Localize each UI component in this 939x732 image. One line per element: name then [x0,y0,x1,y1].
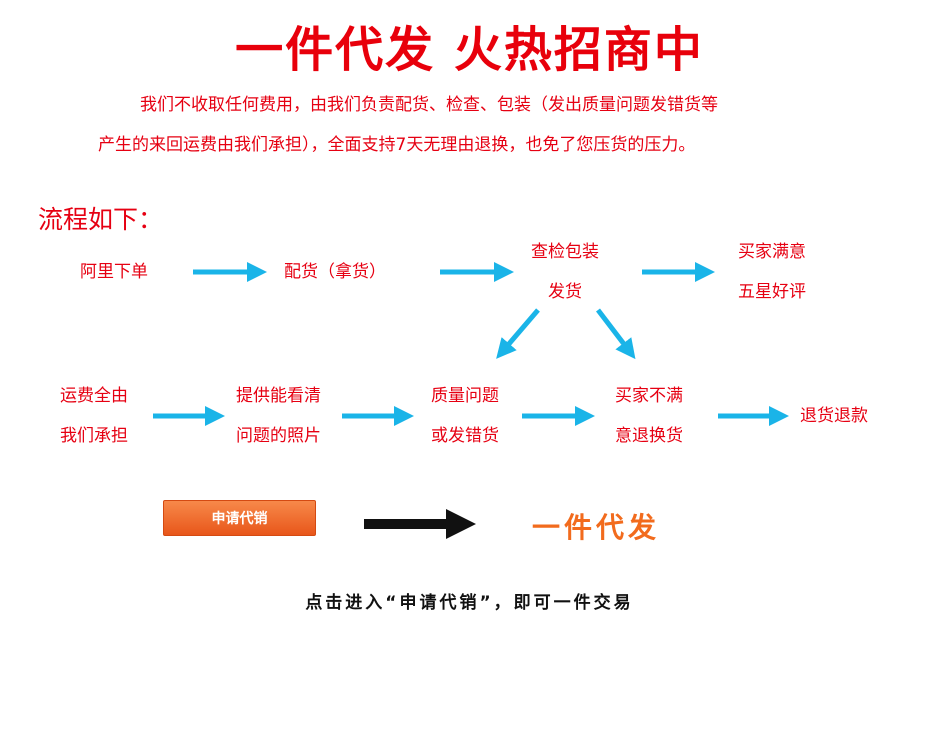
node-freight-line-1: 运费全由 [60,386,128,406]
node-satisfied-line-1: 买家满意 [738,242,806,262]
node-quality-line-1: 质量问题 [431,386,499,406]
arrow-inspect-to-quality [496,308,540,359]
node-freight-line-2: 我们承担 [60,426,128,446]
node-quality-line-2: 或发错货 [431,426,499,446]
node-unsatisfied-line-1: 买家不满 [615,386,683,406]
node-unsatisfied-line-2: 意退换货 [615,426,683,446]
intro-line-2: 产生的来回运费由我们承担），全面支持7天无理由退换，也免了您压货的压力。 [98,135,696,155]
apply-agency-button[interactable]: 申请代销 [163,500,316,536]
flow-heading: 流程如下： [38,205,164,234]
node-photo-line-2: 问题的照片 [236,426,321,446]
intro-line-1: 我们不收取任何费用，由我们负责配货、检查、包装（发出质量问题发错货等 [140,95,718,115]
node-alibaba-order: 阿里下单 [80,262,148,282]
node-photo-line-1: 提供能看清 [236,386,321,406]
bottom-instruction: 点击进入“申请代销”，即可一件交易 [305,593,634,613]
dropship-label: 一件代发 [532,511,661,544]
node-inspect-line-1: 查检包装 [531,242,599,262]
node-satisfied-line-2: 五星好评 [738,282,806,302]
node-pick-goods: 配货（拿货） [284,262,386,282]
node-inspect-line-2: 发货 [548,282,582,302]
node-refund: 退货退款 [800,406,868,426]
arrow-inspect-to-unsatisfied [596,308,636,360]
page-title: 一件代发 火热招商中 [235,22,704,78]
